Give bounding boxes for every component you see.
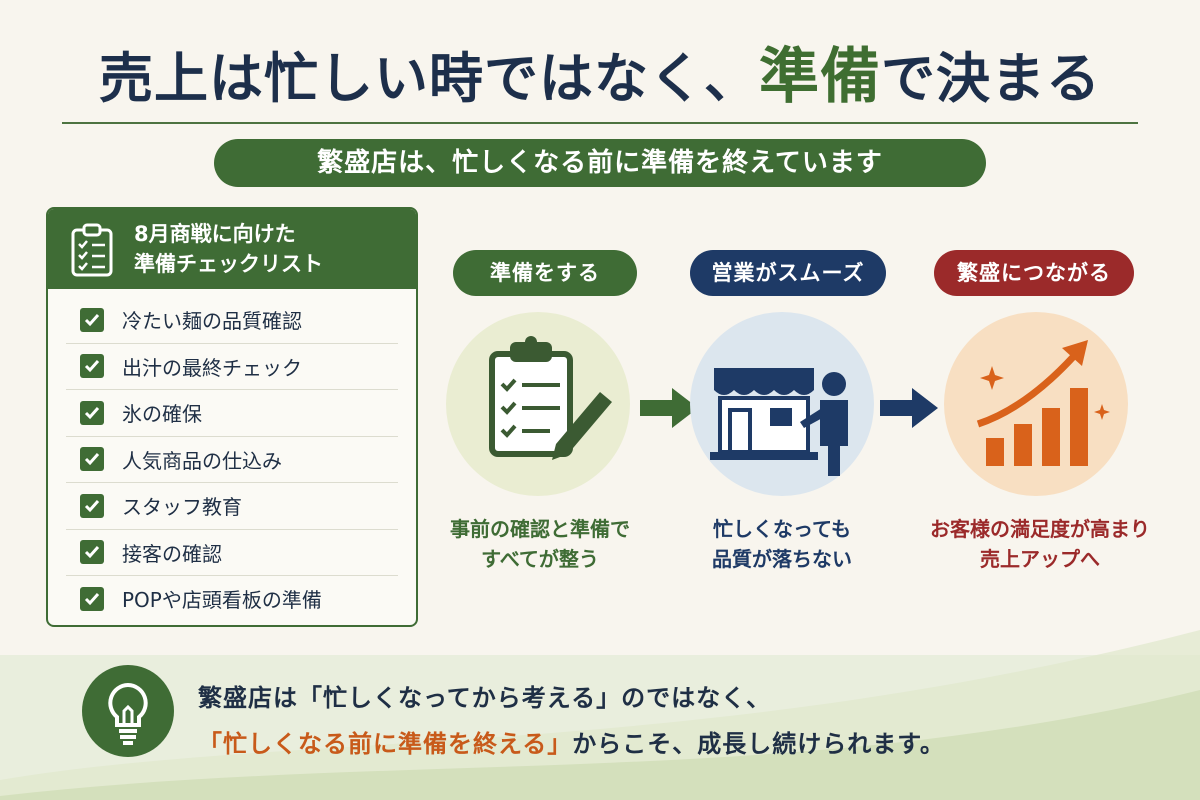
checklist-item: スタッフ教育: [66, 483, 398, 530]
lightbulb-badge: [82, 665, 174, 757]
wave-decoration: [0, 630, 1200, 800]
checklist-item: 出汁の最終チェック: [66, 344, 398, 390]
message-highlight: 「忙しくなる前に準備を終える」: [198, 730, 573, 758]
step-1-label: 準備をする: [453, 250, 637, 296]
checklist-item-label: 出汁の最終チェック: [122, 355, 302, 380]
message-line1: 繁盛店は「忙しくなってから考える」のではなく、: [198, 684, 772, 712]
step-3-circle: [944, 312, 1128, 496]
checkbox-checked-icon: [80, 400, 104, 425]
page-title: 売上は忙しい時ではなく、準備で決まる: [0, 28, 1200, 115]
checkbox-checked-icon: [80, 307, 104, 332]
checklist-item-label: 接客の確認: [122, 541, 222, 566]
checklist-item-label: 氷の確保: [122, 402, 202, 427]
step-1-caption-line2: すべてが整う: [481, 547, 599, 571]
step-2-label: 営業がスムーズ: [690, 250, 886, 296]
checklist-item: 接客の確認: [66, 530, 398, 576]
checklist-item-label: 冷たい麺の品質確認: [122, 309, 302, 334]
clipboard-checklist-icon: [489, 336, 612, 460]
title-part-2: で決まる: [881, 47, 1101, 110]
checklist-title: 8月商戦に向けた 準備チェックリスト: [134, 219, 323, 279]
checkbox-checked-icon: [80, 586, 104, 611]
title-accent: 準備: [759, 42, 881, 112]
checklist-item-label: スタッフ教育: [122, 495, 242, 520]
arrow-right-icon: [640, 388, 698, 428]
checklist-item: 氷の確保: [66, 390, 398, 437]
message-line2-rest: からこそ、成長し続けられます。: [572, 730, 945, 758]
clipboard-icon: [70, 223, 114, 277]
storefront-staff-icon: [710, 368, 848, 476]
step-2-caption: 忙しくなっても 品質が落ちない: [662, 514, 902, 574]
step-3-caption-line1: お客様の満足度が高まり: [930, 517, 1150, 541]
title-part-1: 売上は忙しい時ではなく、: [99, 47, 759, 110]
step-1-caption-line1: 事前の確認と準備で: [450, 517, 630, 541]
message-line2: 「忙しくなる前に準備を終える」からこそ、成長し続けられます。: [198, 724, 945, 759]
step-3-caption-line2: 売上アップへ: [980, 547, 1100, 571]
step-3-label: 繁盛につながる: [934, 250, 1134, 296]
subtitle-banner: 繁盛店は、忙しくなる前に準備を終えています: [214, 139, 986, 187]
checklist-item: POPや店頭看板の準備: [66, 576, 398, 622]
step-2-caption-line1: 忙しくなっても: [713, 517, 851, 541]
checklist-item: 人気商品の仕込み: [66, 437, 398, 483]
checklist-item-label: POPや店頭看板の準備: [122, 588, 322, 613]
checklist-title-line2: 準備チェックリスト: [134, 252, 323, 276]
title-divider: [62, 122, 1138, 124]
lightbulb-icon: [108, 682, 148, 745]
checklist-title-line1: 8月商戦に向けた: [134, 222, 296, 246]
checkbox-checked-icon: [80, 540, 104, 565]
arrow-right-icon: [880, 388, 938, 428]
checklist-items: 冷たい麺の品質確認 出汁の最終チェック 氷の確保 人気商品の仕込み スタッフ教育…: [48, 289, 416, 622]
checklist-panel: 8月商戦に向けた 準備チェックリスト 冷たい麺の品質確認 出汁の最終チェック 氷…: [46, 207, 418, 627]
checklist-item: 冷たい麺の品質確認: [66, 297, 398, 344]
step-2-caption-line2: 品質が落ちない: [712, 547, 852, 571]
step-1-circle: [446, 312, 630, 496]
checklist-item-label: 人気商品の仕込み: [122, 448, 282, 473]
step-2-circle: [690, 312, 874, 496]
checklist-header: 8月商戦に向けた 準備チェックリスト: [48, 209, 416, 289]
checkbox-checked-icon: [80, 493, 104, 518]
checkbox-checked-icon: [80, 447, 104, 472]
growth-chart-icon: [976, 340, 1110, 466]
step-1-caption: 事前の確認と準備で すべてが整う: [420, 514, 660, 574]
checkbox-checked-icon: [80, 354, 104, 379]
step-3-caption: お客様の満足度が高まり 売上アップへ: [900, 514, 1180, 574]
